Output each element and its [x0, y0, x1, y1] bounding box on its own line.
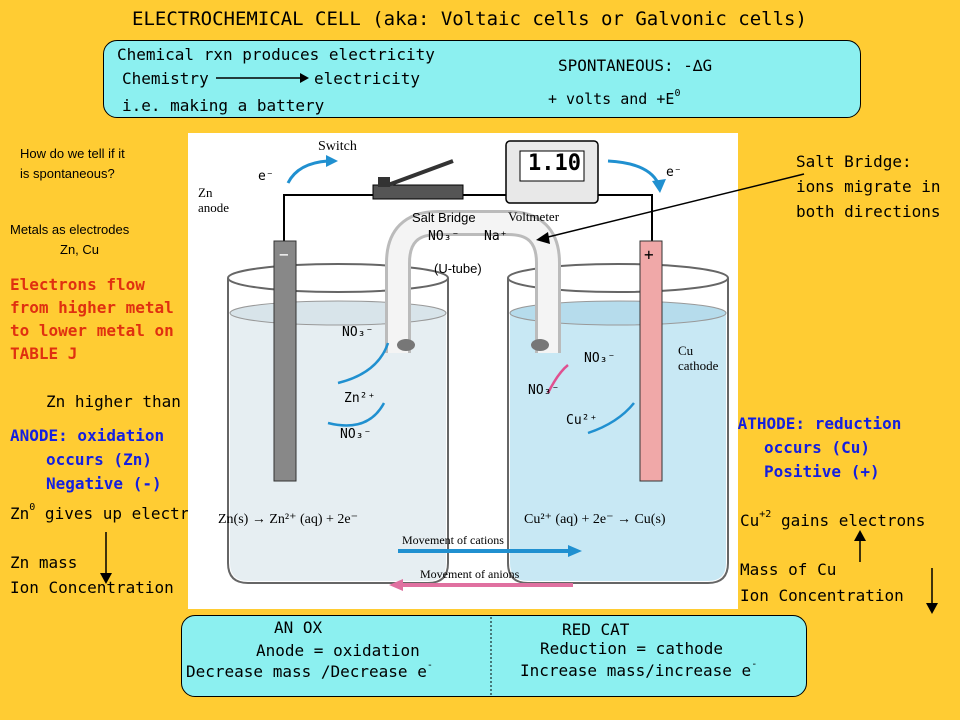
- anode-half-equation: Zn(s) → Zn²⁺ (aq) + 2e⁻: [218, 512, 358, 527]
- voltmeter-reading: 1.10: [528, 151, 581, 176]
- volts-label: + volts and +E0: [548, 88, 681, 108]
- bridge-no3-ion: NO₃⁻: [428, 229, 460, 244]
- zn-higher-note: Zn higher than Cu: [46, 392, 210, 411]
- anode-note: ANODE: oxidation occurs (Zn) Negative (-…: [10, 426, 165, 493]
- electron-label-right: e⁻: [666, 165, 682, 180]
- switch-label: Switch: [318, 139, 357, 154]
- cations-movement-label: Movement of cations: [402, 533, 504, 547]
- zn-gives-electrons: Zn0 gives up electrons: [10, 502, 219, 523]
- anode-sign: −: [279, 245, 289, 264]
- cu-ion-concentration-label: Ion Concentration: [740, 586, 904, 605]
- cathode-note: CATHODE: reduction occurs (Cu) Positive …: [728, 414, 902, 481]
- electron-label-left: e⁻: [258, 169, 274, 184]
- anode-no3-ion-2: NO₃⁻: [340, 427, 372, 442]
- summary-line-3: i.e. making a battery: [122, 96, 325, 115]
- decrease-mass-label: Decrease mass /Decrease e-: [186, 660, 433, 681]
- arrow-down-icon: [926, 568, 938, 614]
- zn-mass-label: Zn mass: [10, 553, 78, 572]
- anions-movement-label: Movement of anions: [420, 567, 520, 581]
- page-title: ELECTROCHEMICAL CELL (aka: Voltaic cells…: [132, 8, 807, 30]
- summary-elec: electricity: [314, 69, 420, 88]
- red-cat-label: RED CAT: [562, 620, 630, 639]
- cathode-half-equation: Cu²⁺ (aq) + 2e⁻ → Cu(s): [524, 512, 666, 527]
- summary-chem: Chemistry: [122, 69, 209, 88]
- cathode-cu2-ion: Cu²⁺: [566, 413, 598, 428]
- divider-line: [490, 617, 492, 695]
- zn-ion-concentration-label: Ion Concentration: [10, 578, 174, 597]
- anode-oxidation-label: Anode = oxidation: [256, 641, 420, 660]
- u-tube-label: (U-tube): [434, 261, 482, 276]
- arrow-down-icon: [100, 532, 112, 584]
- increase-mass-label: Increase mass/increase e-: [520, 659, 758, 680]
- cathode-sign: +: [644, 245, 654, 264]
- mass-of-cu-label: Mass of Cu: [740, 560, 837, 579]
- reduction-cathode-label: Reduction = cathode: [540, 639, 724, 658]
- cathode-no3-ion-2: NO₃⁻: [528, 383, 560, 398]
- cu-gains-electrons: Cu+2 gains electrons: [740, 509, 926, 530]
- summary-line-1: Chemical rxn produces electricity: [117, 45, 435, 64]
- summary-box: [103, 40, 861, 118]
- an-ox-label: AN OX: [274, 618, 323, 637]
- voltmeter-label: Voltmeter: [508, 209, 560, 224]
- salt-bridge-label: Salt Bridge: [412, 210, 476, 225]
- anode-no3-ion-1: NO₃⁻: [342, 325, 374, 340]
- right-arrow-icon: [216, 73, 309, 83]
- arrow-up-icon: [854, 530, 866, 562]
- cathode-no3-ion-1: NO₃⁻: [584, 351, 616, 366]
- bridge-na-ion: Na⁺: [484, 229, 508, 244]
- pointer-arrow-icon: [536, 173, 805, 244]
- anode-zn2-ion: Zn²⁺: [344, 391, 376, 406]
- spontaneous-label: SPONTANEOUS: -∆G: [558, 56, 713, 75]
- bottom-summary-box: [181, 615, 807, 697]
